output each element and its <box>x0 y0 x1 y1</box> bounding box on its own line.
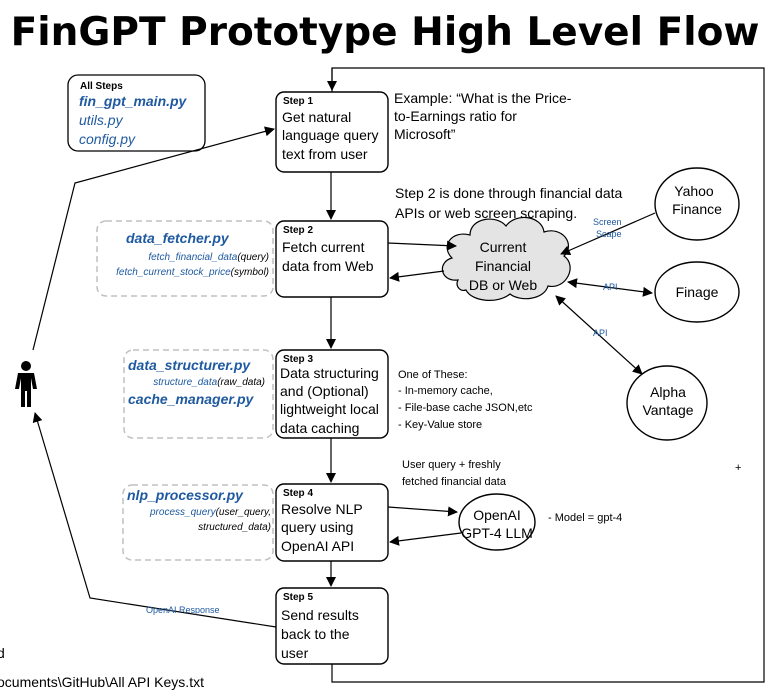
fetcher-module-box: data_fetcher.py fetch_financial_data(que… <box>96 220 274 297</box>
arrow-cloud-to-step2 <box>389 270 445 282</box>
cloud-line-1: Current <box>480 239 527 255</box>
step-5-line-1: Send results <box>281 607 359 623</box>
yahoo-line-1: Yahoo <box>674 183 714 199</box>
fetcher-file: data_fetcher.py <box>126 230 230 246</box>
step-2-label: Step 2 <box>283 225 313 236</box>
arrow-step2-to-cloud <box>387 240 457 251</box>
cloud-line-3: DB or Web <box>469 277 537 293</box>
file-config: config.py <box>79 131 136 147</box>
api-alpha-label: API <box>593 328 608 338</box>
footer-line-2: ocuments\GitHub\All API Keys.txt <box>0 674 204 690</box>
arrow-cloud-alpha <box>555 295 643 375</box>
all-steps-box: All Steps fin_gpt_main.py utils.py confi… <box>67 74 206 152</box>
step-1-label: Step 1 <box>283 96 313 107</box>
nlp-module-box: nlp_processor.py process_query(user_quer… <box>122 484 274 561</box>
cache-options-heading: One of These: <box>398 369 468 381</box>
alpha-vantage-node: Alpha Vantage <box>626 365 708 441</box>
step2-note-line-1: Step 2 is done through financial data <box>395 185 622 201</box>
step-1-line-3: text from user <box>282 146 368 162</box>
example-line-2: to-Earnings ratio for <box>394 108 517 124</box>
step-5-label: Step 5 <box>283 592 313 603</box>
step2-note-line-2: APIs or web screen scraping. <box>395 205 577 221</box>
all-steps-heading: All Steps <box>80 81 123 92</box>
example-line-1: Example: “What is the Price- <box>394 90 572 106</box>
alpha-line-2: Vantage <box>642 402 693 418</box>
structurer-fn-1: structure_data(raw_data) <box>153 377 265 388</box>
step-4-box: Step 4 Resolve NLP query using OpenAI AP… <box>275 483 389 562</box>
screen-scape-label-1: Screen <box>593 217 622 227</box>
screen-scape-label-2: Scape <box>596 229 622 239</box>
openai-response-label: OpenAI Response <box>146 605 220 615</box>
step-1-line-2: language query <box>282 127 379 143</box>
cache-option-3: - Key-Value store <box>398 419 482 431</box>
step-1-line-1: Get natural <box>282 109 351 125</box>
cloud-line-2: Financial <box>475 258 531 274</box>
step-3-line-1: Data structuring <box>280 365 379 381</box>
nlp-fn-1: process_query(user_query, <box>149 507 271 518</box>
api-finage-label: API <box>603 282 618 292</box>
alpha-line-1: Alpha <box>650 384 686 400</box>
model-note: - Model = gpt-4 <box>548 512 622 524</box>
yahoo-finance-node: Yahoo Finance <box>654 167 740 241</box>
step-5-line-3: user <box>281 645 309 661</box>
step-3-line-2: and (Optional) <box>280 383 369 399</box>
page-title: FinGPT Prototype High Level Flow <box>11 10 760 55</box>
loop-frame <box>331 67 765 683</box>
step-2-line-2: data from Web <box>282 258 374 274</box>
step-3-line-3: lightweight local <box>280 401 379 417</box>
example-line-3: Microsoft” <box>394 126 456 142</box>
financial-db-cloud: Current Financial DB or Web <box>441 216 571 301</box>
arrow-user-to-step1 <box>32 126 275 351</box>
plus-mark: + <box>735 462 741 474</box>
step-2-box: Step 2 Fetch current data from Web <box>275 220 389 298</box>
file-utils: utils.py <box>79 112 124 128</box>
arrow-cloud-finage <box>567 278 653 297</box>
finage-node: Finage <box>654 261 740 323</box>
step-3-box: Step 3 Data structuring and (Optional) l… <box>275 349 389 439</box>
arrow-llm-to-step4 <box>389 532 462 546</box>
user-icon <box>15 361 37 407</box>
file-main: fin_gpt_main.py <box>79 93 188 109</box>
finage-label: Finage <box>676 284 719 300</box>
llm-note-line-2: fetched financial data <box>402 476 507 488</box>
step-1-box: Step 1 Get natural language query text f… <box>275 91 389 173</box>
cache-manager-file: cache_manager.py <box>128 391 255 407</box>
step-4-line-3: OpenAI API <box>281 538 354 554</box>
step-5-box: Step 5 Send results back to the user <box>275 587 389 665</box>
step-2-line-1: Fetch current <box>282 239 365 255</box>
nlp-file: nlp_processor.py <box>127 487 244 503</box>
llm-line-2: GPT-4 LLM <box>461 525 533 541</box>
cache-option-2: - File-base cache JSON,etc <box>398 402 533 414</box>
arrow-step4-to-llm <box>387 506 458 517</box>
fetcher-fn-1: fetch_financial_data(query) <box>148 252 269 263</box>
step-4-label: Step 4 <box>283 488 313 499</box>
step-3-line-4: data caching <box>280 420 359 436</box>
step-4-line-2: query using <box>281 519 353 535</box>
llm-note-line-1: User query + freshly <box>402 459 501 471</box>
openai-llm-node: OpenAI GPT-4 LLM <box>458 493 536 551</box>
cache-option-1: - In-memory cache, <box>398 385 493 397</box>
llm-line-1: OpenAI <box>473 507 520 523</box>
yahoo-line-2: Finance <box>672 201 722 217</box>
step-5-line-2: back to the <box>281 626 350 642</box>
nlp-fn-1-cont: structured_data) <box>198 522 271 533</box>
footer-line-1: d <box>0 645 5 661</box>
arrow-yahoo-to-cloud <box>560 212 656 255</box>
step-3-label: Step 3 <box>283 354 313 365</box>
structurer-module-box: data_structurer.py structure_data(raw_da… <box>123 349 274 439</box>
step-4-line-1: Resolve NLP <box>281 501 363 517</box>
arrow-step5-to-user <box>32 412 277 628</box>
fetcher-fn-2: fetch_current_stock_price(symbol) <box>116 267 269 278</box>
structurer-file: data_structurer.py <box>128 357 251 373</box>
